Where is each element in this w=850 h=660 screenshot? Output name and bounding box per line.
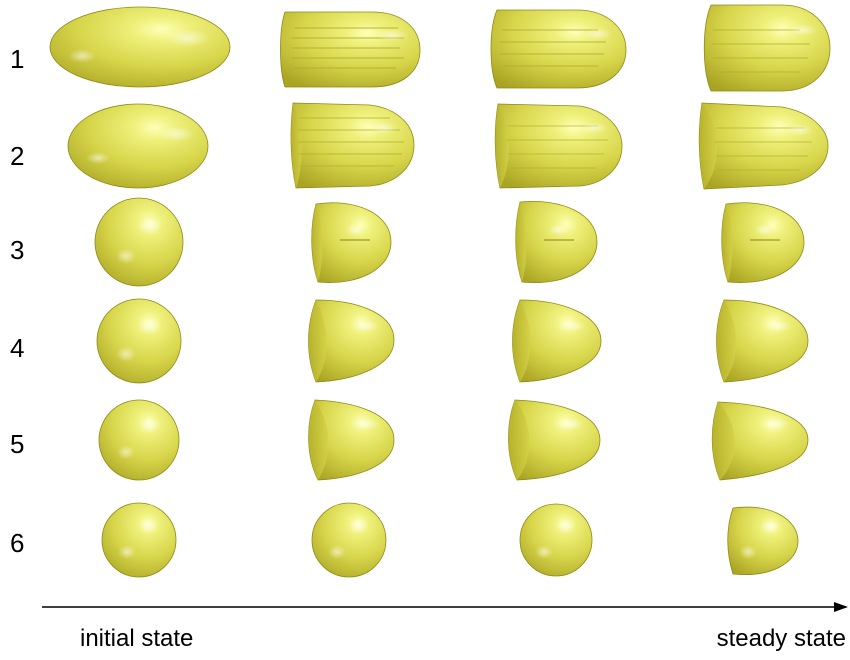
drop-row1-stage2 (280, 11, 421, 88)
row-label-1: 1 (10, 44, 24, 74)
drop-row6-stage2 (311, 502, 387, 578)
row-label-2: 2 (10, 141, 24, 171)
caption-initial-state: initial state (80, 625, 193, 652)
drop-row3-stage2 (311, 202, 392, 283)
row-label-5: 5 (10, 429, 24, 459)
drop-row5-steady (711, 401, 809, 481)
drop-row2-initial (67, 103, 209, 189)
drop-row2-stage3 (494, 103, 623, 189)
drop-row5-stage3 (508, 399, 601, 481)
drop-row3-stage3 (515, 200, 598, 283)
drop-row4-steady (716, 299, 809, 383)
caption-steady-state: steady state (717, 625, 846, 652)
drop-row6-stage3 (519, 503, 593, 577)
drop-row4-initial (96, 298, 182, 384)
row-label-3: 3 (10, 235, 24, 265)
drop-row2-stage2 (290, 102, 415, 189)
drop-row4-stage3 (512, 299, 602, 383)
drop-row1-stage3 (490, 9, 627, 89)
row-label-6: 6 (10, 528, 24, 558)
drop-row2-steady (698, 102, 829, 190)
drop-row4-stage2 (308, 299, 395, 383)
drop-row6-initial (101, 502, 177, 578)
drop-row3-steady (721, 202, 805, 283)
drop-row1-initial (49, 6, 231, 88)
drop-row6-steady (727, 506, 799, 576)
drop-row5-stage2 (308, 399, 395, 481)
drop-row1-steady (703, 4, 831, 92)
drop-row3-initial (94, 197, 184, 287)
drop-row5-initial (98, 399, 180, 481)
row-label-4: 4 (10, 333, 24, 363)
